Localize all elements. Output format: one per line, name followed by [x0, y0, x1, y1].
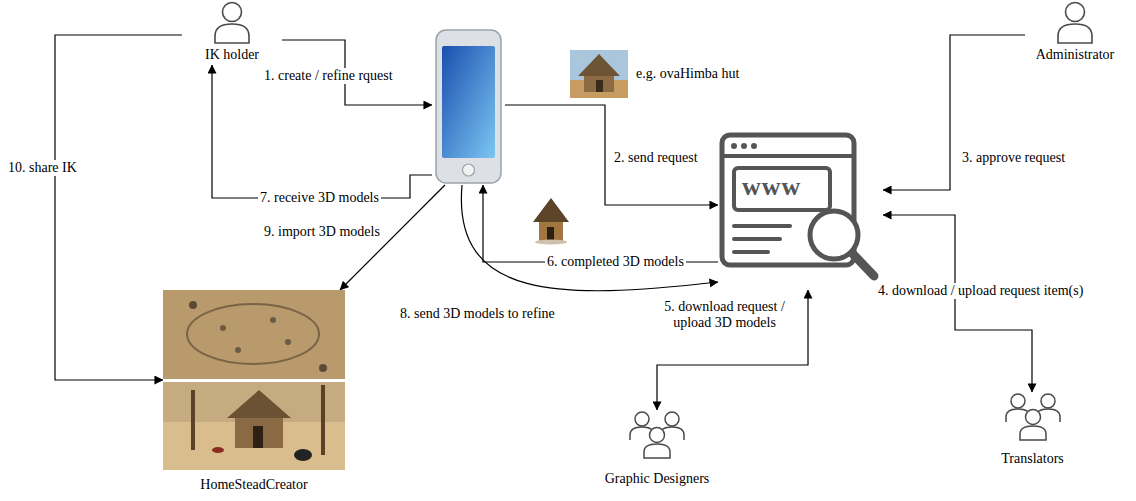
circle-shape — [650, 428, 665, 443]
app-screenshot: HomeSteadCreator — [163, 290, 345, 496]
rect-shape — [436, 30, 501, 183]
person-icon: IK holder — [182, 0, 282, 65]
edge-label: 6. completed 3D models — [545, 254, 686, 270]
connector-arrow — [505, 105, 718, 205]
rect-shape — [570, 50, 628, 98]
rect-shape — [253, 426, 263, 448]
node-label: Translators — [985, 450, 1080, 467]
node-label: Graphic Designers — [595, 470, 719, 487]
edge-label: 10. share IK — [6, 160, 79, 176]
circle-shape — [1041, 394, 1055, 408]
path-shape — [215, 24, 249, 43]
edge-label: 7. receive 3D models — [258, 190, 381, 206]
image-caption: e.g. ovaHimba hut — [636, 66, 739, 82]
hut-model — [533, 198, 569, 245]
person-icon-graphic — [212, 0, 252, 44]
phone-icon-graphic — [432, 28, 505, 185]
rect-shape — [235, 414, 283, 448]
circle-shape — [463, 164, 475, 176]
line-shape — [851, 252, 874, 276]
circle-shape — [220, 325, 226, 331]
ellipse-shape — [187, 304, 319, 364]
phone-icon — [432, 28, 505, 185]
rect-shape — [570, 80, 628, 98]
line-shape — [722, 154, 854, 158]
rect-shape — [442, 46, 495, 158]
circle-shape — [285, 339, 291, 345]
circle-shape — [665, 412, 679, 426]
edge-label: 1. create / refine rquest — [262, 68, 395, 84]
path-shape — [1020, 426, 1046, 440]
group-icon: Graphic Designers — [595, 410, 719, 498]
polygon-shape — [533, 198, 569, 222]
node-label: Administrator — [1025, 46, 1125, 63]
website-icon-graphic — [718, 125, 883, 290]
group-icon-graphic — [1003, 392, 1063, 442]
circle-shape — [270, 317, 276, 323]
ellipse-shape — [294, 449, 312, 461]
rect-shape — [584, 74, 614, 92]
connector-arrow — [55, 35, 182, 380]
group-icon-graphic — [627, 410, 687, 460]
circle-shape — [319, 364, 327, 372]
connector-arrow — [883, 35, 1025, 190]
edge-label: 2. send request — [612, 150, 700, 166]
ellipse-shape — [535, 240, 567, 245]
node-label: HomeSteadCreator — [163, 476, 345, 493]
connector-arrow — [483, 185, 718, 262]
circle-shape — [1011, 394, 1025, 408]
line-shape — [191, 390, 195, 450]
edge-label: 9. import 3D models — [262, 224, 382, 240]
circle-shape — [223, 3, 242, 22]
edge-label: 8. send 3D models to refine — [398, 306, 557, 322]
rect-shape — [163, 382, 345, 422]
line-shape — [734, 250, 768, 254]
node-label: IK holder — [182, 46, 282, 63]
website-icon: www — [718, 125, 883, 290]
circle-shape — [189, 301, 197, 309]
edge-label: 3. approve request — [960, 150, 1067, 166]
path-shape — [1058, 24, 1092, 43]
rect-shape — [539, 219, 563, 241]
connector-arrow — [883, 215, 1032, 392]
circle-shape — [810, 211, 858, 259]
circle-shape — [731, 143, 737, 149]
connector-arrow — [212, 65, 432, 198]
person-icon-graphic — [1055, 0, 1095, 44]
person-icon: Administrator — [1025, 0, 1125, 66]
edge-label: 5. download request / upload 3D models — [645, 299, 804, 331]
group-icon: Translators — [985, 392, 1080, 478]
line-shape — [734, 224, 790, 228]
ellipse-shape — [212, 447, 224, 453]
line-shape — [321, 385, 325, 455]
circle-shape — [635, 412, 649, 426]
connector-arrow — [461, 185, 718, 291]
circle-shape — [235, 347, 241, 353]
hut-photo — [570, 50, 628, 98]
rect-shape — [547, 227, 554, 241]
app-screenshot-graphic — [163, 290, 345, 470]
circle-shape — [1066, 3, 1085, 22]
polygon-shape — [227, 390, 291, 418]
edge-label: 4. download / upload request item(s) — [876, 283, 1085, 299]
path-shape — [644, 444, 670, 458]
circle-shape — [741, 143, 747, 149]
rect-shape — [163, 422, 345, 470]
rect-shape — [163, 379, 345, 382]
line-shape — [734, 237, 780, 241]
node-label: www — [718, 125, 883, 202]
circle-shape — [751, 143, 757, 149]
rect-shape — [596, 80, 603, 92]
circle-shape — [1025, 410, 1040, 425]
polygon-shape — [578, 54, 620, 76]
rect-shape — [163, 290, 345, 379]
